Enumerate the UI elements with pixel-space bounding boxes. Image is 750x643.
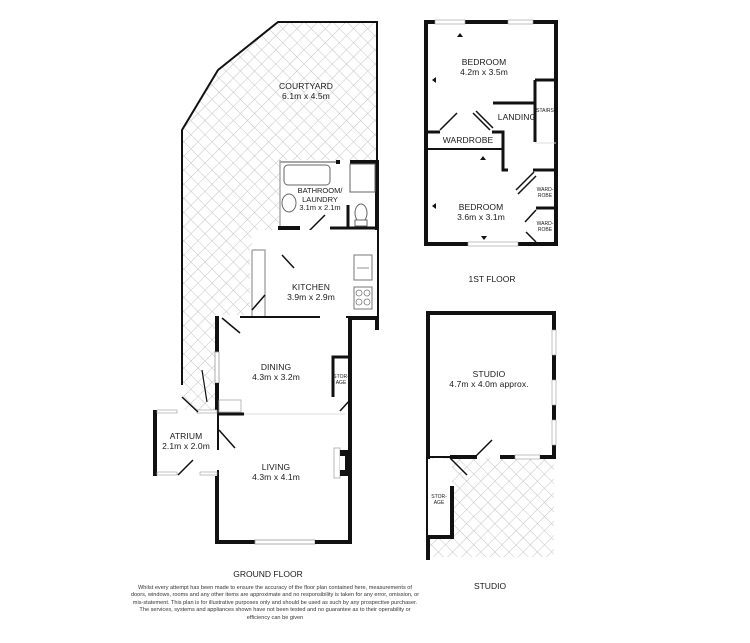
studio-name: STUDIO — [472, 369, 506, 379]
stairs-name: STAIRS — [536, 108, 554, 114]
dining-size: 4.3m x 3.2m — [252, 371, 300, 382]
kitchen-name: KITCHEN — [291, 282, 330, 292]
storage-studio-label: STOR- AGE — [431, 494, 446, 506]
atrium-walls — [153, 369, 218, 476]
stairs-label: STAIRS — [536, 108, 554, 114]
bedroom1-label: BEDROOM 4.2m x 3.5m — [460, 57, 508, 78]
atrium-name: ATRIUM — [169, 431, 203, 441]
dining-living-walls — [214, 316, 352, 545]
bathroom-label: BATHROOM/ LAUNDRY 3.1m x 2.1m — [297, 186, 343, 213]
wardrobe-b-name: WARD- — [536, 221, 554, 227]
studio-walls — [426, 311, 557, 560]
wardrobe-b-label: WARD- ROBE — [537, 221, 554, 233]
first-floor-walls — [424, 19, 558, 247]
bedroom1-name: BEDROOM — [461, 57, 507, 67]
bedroom2-size: 3.6m x 3.1m — [457, 211, 505, 222]
bedroom1-size: 4.2m x 3.5m — [460, 66, 508, 77]
bathroom-name: BATHROOM/ — [297, 186, 343, 195]
courtyard-name: COURTYARD — [279, 81, 333, 91]
wardrobe-a-name: WARD- — [536, 187, 554, 193]
living-size: 4.3m x 4.1m — [252, 471, 300, 482]
storage-ground-name: STOR- — [333, 374, 349, 380]
kitchen-label: KITCHEN 3.9m x 2.9m — [287, 282, 335, 303]
bedroom2-label: BEDROOM 3.6m x 3.1m — [457, 202, 505, 223]
disclaimer-text: Whilst every attempt has been made to en… — [130, 585, 420, 621]
storage-studio-name-2: AGE — [433, 500, 445, 506]
studio-title: STUDIO — [473, 581, 507, 591]
storage-ground-label: STOR- AGE — [333, 374, 348, 386]
courtyard-label: COURTYARD 6.1m x 4.5m — [279, 81, 333, 102]
kitchen-size: 3.9m x 2.9m — [287, 291, 335, 302]
wardrobe-name: WARDROBE — [442, 135, 494, 145]
living-label: LIVING 4.3m x 4.1m — [252, 462, 300, 483]
first-floor-title: 1ST FLOOR — [468, 274, 516, 284]
studio-label: STUDIO 4.7m x 4.0m approx. — [449, 369, 529, 390]
storage-ground-name-2: AGE — [335, 380, 347, 386]
studio-size: 4.7m x 4.0m approx. — [449, 378, 529, 389]
landing-label: LANDING — [497, 112, 537, 123]
wardrobe-label: WARDROBE — [442, 135, 494, 146]
ground-floor-title: GROUND FLOOR — [233, 569, 303, 579]
dining-name: DINING — [260, 362, 292, 372]
wardrobe-b-name-2: ROBE — [537, 227, 553, 233]
bedroom2-name: BEDROOM — [458, 202, 504, 212]
bathroom-size: 3.1m x 2.1m — [299, 203, 341, 213]
landing-name: LANDING — [497, 112, 537, 122]
wardrobe-a-name-2: ROBE — [537, 193, 553, 199]
storage-studio-name: STOR- — [431, 494, 447, 500]
kitchen-walls — [240, 230, 377, 333]
atrium-size: 2.1m x 2.0m — [162, 440, 210, 451]
living-name: LIVING — [261, 462, 291, 472]
courtyard-size: 6.1m x 4.5m — [282, 90, 330, 101]
bathroom-name-2: LAUNDRY — [302, 194, 338, 204]
dining-label: DINING 4.3m x 3.2m — [252, 362, 300, 383]
wardrobe-a-label: WARD- ROBE — [537, 187, 554, 199]
atrium-label: ATRIUM 2.1m x 2.0m — [162, 431, 210, 452]
